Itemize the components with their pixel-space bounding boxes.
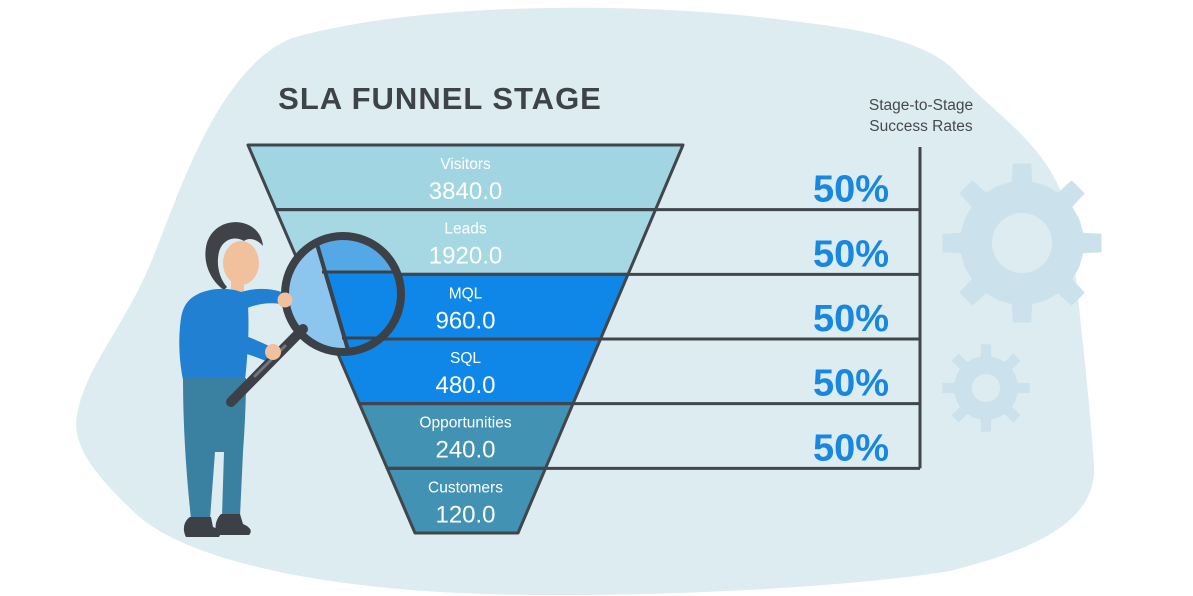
funnel-stage-value: 960.0 [435,307,495,334]
funnel-stage-label: Leads [444,221,486,238]
gear-icon-small [942,344,1030,432]
person-neck [231,278,244,294]
person-shirt [179,288,249,380]
funnel-stage-label: SQL [450,350,481,367]
rate-value-1: 50% [813,169,889,211]
person-upper-arm [238,288,288,310]
funnel-stage-label: Customers [428,479,503,496]
funnel-stage-value: 120.0 [435,501,495,528]
person-illustration [179,222,288,537]
chart-title: SLA FUNNEL STAGE [278,81,602,116]
magnifier-lens [288,239,398,349]
magnifying-glass-icon [226,232,405,407]
gear-icon-large [942,163,1102,323]
person-face [223,241,259,285]
funnel-stage-label: Opportunities [419,415,511,432]
rate-value-4: 50% [813,363,889,405]
person-shoe-left [183,517,221,537]
person-shoe-right [215,514,251,535]
rate-value-2: 50% [813,233,889,275]
person-pants [183,378,246,519]
funnel-stage-label: Visitors [440,156,491,173]
rates-axis-title: Stage-to-Stage Success Rates [841,95,1001,137]
rates-axis-title-line1: Stage-to-Stage [868,97,974,114]
success-rate-lines [275,147,922,470]
funnel-stage-value: 480.0 [435,372,495,399]
funnel-stage-value: 1920.0 [429,243,502,270]
gears-decoration [942,163,1102,432]
funnel-stage-value: 3840.0 [429,178,502,205]
success-rate-labels: 50% 50% 50% 50% 50% [813,169,889,470]
person-hair [205,222,263,290]
person-hand-on-rim [277,292,293,308]
rate-value-5: 50% [813,427,889,469]
rate-value-3: 50% [813,298,889,340]
rates-axis-title-line2: Success Rates [869,118,973,135]
person-lower-arm [224,330,271,361]
person-hand-on-handle [265,344,281,360]
funnel-stage-label: MQL [449,285,483,302]
funnel-stage-value: 240.0 [435,437,495,464]
